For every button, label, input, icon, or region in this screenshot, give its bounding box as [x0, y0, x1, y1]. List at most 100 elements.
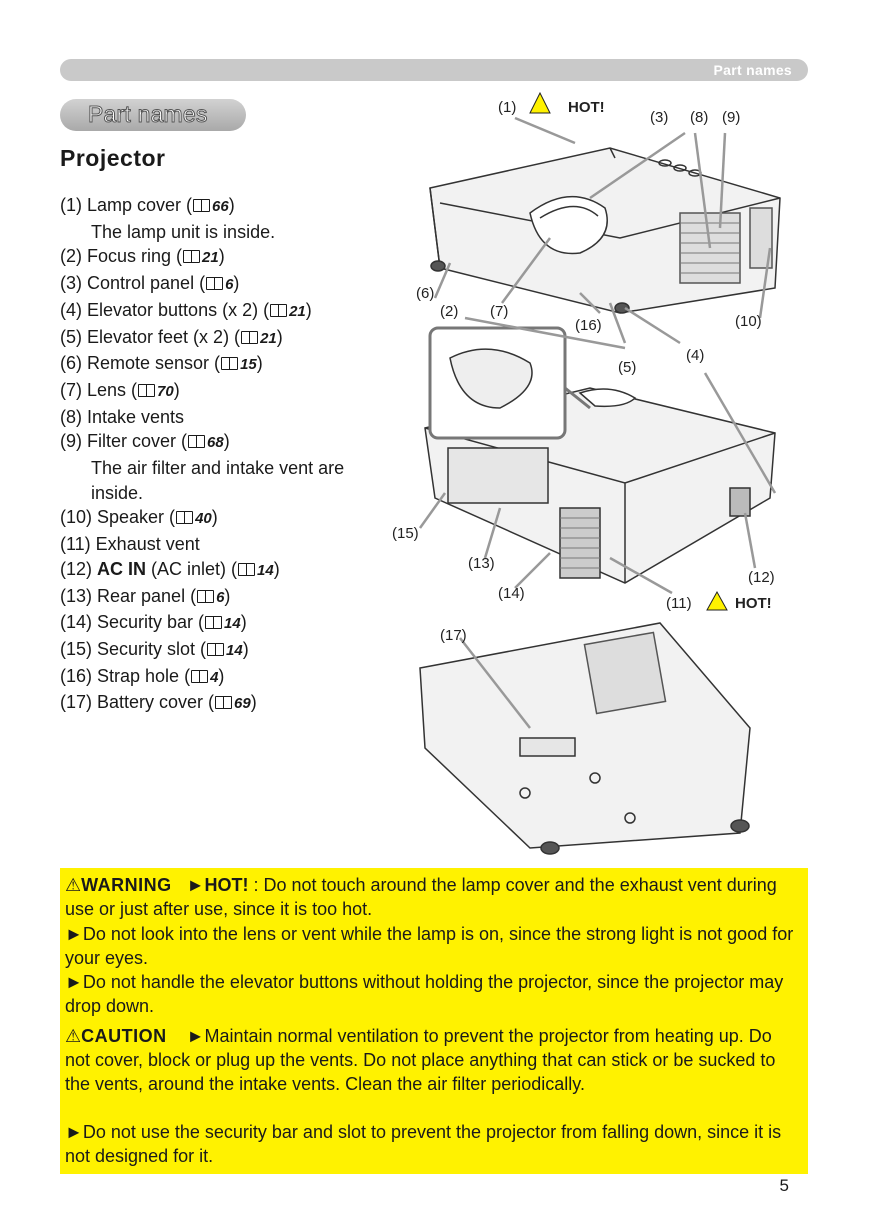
callout-17: (17) — [440, 627, 467, 644]
projector-illustration: (1) HOT! (3) (8) (9) (6) (2) (7) (16) (1… — [392, 91, 781, 855]
book-reference-icon — [138, 383, 156, 397]
page-reference[interactable]: 4 — [210, 668, 219, 686]
page-reference[interactable]: 69 — [234, 695, 251, 713]
page-title: Projector — [60, 145, 166, 171]
page-reference[interactable]: 14 — [224, 615, 241, 633]
callout-16: (16) — [575, 317, 602, 334]
parts-list-item: (5) Elevator feet (x 2) ( 21) — [60, 325, 400, 352]
projector-front-view — [429, 147, 781, 314]
book-reference-icon — [207, 642, 225, 656]
callout-7: (7) — [490, 303, 508, 320]
callout-3: (3) — [650, 109, 668, 126]
book-reference-icon — [221, 357, 239, 371]
book-reference-icon — [191, 669, 209, 683]
warning-paragraph-2: ►Do not look into the lens or vent while… — [65, 924, 794, 968]
page-reference[interactable]: 68 — [207, 434, 224, 452]
part-label-suffix: ) — [233, 273, 240, 294]
hot-lead: ►HOT! — [186, 875, 249, 895]
page-reference[interactable]: 15 — [240, 356, 257, 374]
callout-14: (14) — [498, 585, 525, 602]
part-label: (7) Lens ( — [60, 379, 138, 400]
warning-p1-text: : Do not touch around the lamp cover and… — [65, 875, 777, 919]
part-label-suffix: ) — [276, 326, 283, 347]
callout-4: (4) — [686, 347, 704, 364]
book-reference-icon — [176, 511, 194, 525]
parts-list-item: (9) Filter cover ( 68) — [60, 429, 400, 456]
page-header-bar: Part names — [60, 59, 808, 81]
part-label: (15) Security slot ( — [60, 638, 207, 659]
page-reference[interactable]: 40 — [195, 510, 212, 528]
parts-list-item: (13) Rear panel (6) — [60, 584, 400, 611]
caution-paragraph-1: ⚠CAUTION ►Maintain normal ventilation to… — [65, 1024, 800, 1096]
focus-ring-inset — [428, 326, 591, 440]
part-label-suffix: ) — [250, 692, 257, 713]
header-tab-label: Part names — [713, 62, 792, 78]
parts-list-item: (15) Security slot ( 14) — [60, 637, 400, 664]
section-pill: Part names — [60, 99, 246, 131]
part-label-suffix: ) — [240, 612, 247, 633]
callout-6: (6) — [416, 285, 434, 302]
book-reference-icon — [183, 250, 201, 264]
parts-list-subnote: The lamp unit is inside. — [91, 221, 276, 242]
part-label: (6) Remote sensor ( — [60, 353, 221, 374]
part-label-suffix: ) — [228, 195, 235, 215]
parts-list: (1) Lamp cover (66)The lamp unit is insi… — [60, 193, 400, 717]
page-reference[interactable]: 21 — [289, 302, 306, 320]
part-label: (16) Strap hole ( — [60, 665, 191, 686]
callout-15: (15) — [392, 525, 419, 542]
part-label-bold: AC IN — [97, 558, 147, 579]
hot-warning-icon — [529, 91, 551, 114]
page-reference[interactable]: 21 — [260, 329, 277, 347]
page-reference[interactable]: 70 — [157, 382, 174, 400]
part-label: (5) Elevator feet (x 2) ( — [60, 326, 241, 347]
book-reference-icon — [197, 589, 215, 603]
part-label-suffix: ) — [211, 507, 218, 528]
part-label: (3) Control panel ( — [60, 273, 206, 294]
part-label: (17) Battery cover ( — [60, 692, 215, 713]
page-reference[interactable]: 66 — [212, 198, 229, 215]
hot-label-11: HOT! — [735, 595, 772, 612]
part-label-suffix: ) — [223, 431, 230, 452]
callout-12: (12) — [748, 569, 775, 586]
part-label: (11) Exhaust vent — [60, 534, 200, 555]
page-reference[interactable]: 6 — [216, 588, 225, 606]
book-reference-icon — [193, 199, 211, 212]
book-reference-icon — [205, 616, 223, 630]
hot-warning-icon — [706, 590, 728, 611]
parts-list-item: (12) AC IN (AC inlet) (14) — [60, 557, 400, 584]
safety-notice-box: ⚠WARNING ►HOT! : Do not touch around the… — [60, 868, 808, 1174]
part-label-suffix: ) — [173, 379, 180, 400]
page-number: 5 — [779, 1176, 789, 1195]
callout-13: (13) — [468, 555, 495, 572]
book-reference-icon — [238, 562, 256, 576]
part-label-suffix: ) — [242, 638, 249, 659]
callout-10: (10) — [735, 313, 762, 330]
book-reference-icon — [241, 330, 259, 344]
callout-8: (8) — [690, 109, 708, 126]
projector-bottom-view — [419, 622, 751, 855]
callout-2: (2) — [440, 303, 458, 320]
part-label-suffix: ) — [224, 585, 231, 606]
part-label-suffix: ) — [273, 558, 280, 579]
book-reference-icon — [206, 277, 224, 291]
page-reference[interactable]: 6 — [225, 276, 234, 294]
parts-list-item: (14) Security bar (14) — [60, 610, 400, 637]
caution-p1-text: ►Maintain normal ventilation to prevent … — [65, 1026, 776, 1094]
caution-paragraph-2: ►Do not use the security bar and slot to… — [65, 1122, 782, 1166]
book-reference-icon — [270, 303, 288, 317]
hot-label-1: HOT! — [568, 99, 605, 116]
callout-leaders — [418, 116, 777, 729]
page-reference[interactable]: 14 — [226, 641, 243, 659]
part-label-suffix: ) — [305, 299, 312, 320]
parts-list-item: (2) Focus ring (21) — [60, 244, 400, 271]
parts-list-item: (8) Intake vents — [60, 405, 400, 430]
warning-tag: WARNING — [81, 875, 172, 895]
part-label: (9) Filter cover ( — [60, 431, 188, 452]
page-reference[interactable]: 21 — [202, 249, 219, 267]
part-label: (2) Focus ring ( — [60, 246, 183, 267]
parts-list-item: (17) Battery cover ( 69) — [60, 690, 400, 717]
page-reference[interactable]: 14 — [257, 561, 274, 579]
parts-list-item: (1) Lamp cover (66) — [60, 193, 400, 220]
warning-triangle-icon: ⚠ — [65, 875, 82, 895]
parts-list-item: (16) Strap hole (4) — [60, 664, 400, 691]
